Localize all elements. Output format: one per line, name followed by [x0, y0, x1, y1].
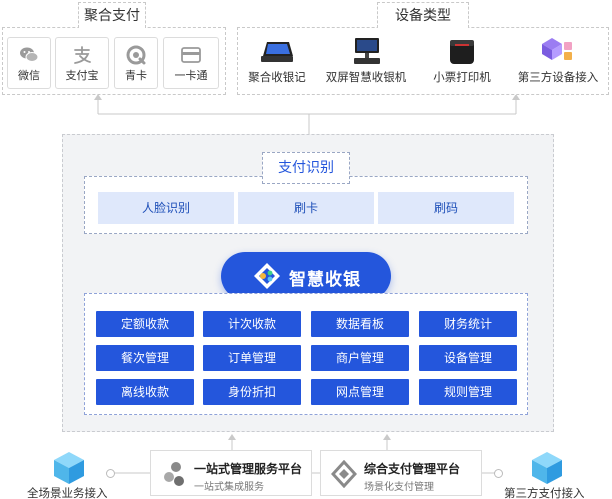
device-receipt-printer: 小票打印机 [427, 34, 497, 85]
wechat-icon [20, 47, 39, 62]
all-scene-cube-icon [54, 452, 84, 484]
function-button: 订单管理 [203, 345, 301, 371]
device-dual-screen-register: 双屏智慧收银机 [320, 34, 412, 85]
function-button: 设备管理 [419, 345, 517, 371]
platform-title: 综合支付管理平台 [364, 462, 461, 476]
payment-mgmt-platform-icon [331, 460, 357, 488]
dual-screen-register-icon [354, 38, 380, 64]
third-party-pay-cube-icon [532, 452, 562, 484]
function-button: 网点管理 [311, 379, 409, 405]
payment-tile-label: 微信 [18, 69, 40, 82]
function-button: 身份折扣 [203, 379, 301, 405]
recognition-tile-face: 人脸识别 [98, 192, 234, 224]
platform-title: 一站式管理服务平台 [194, 462, 303, 476]
payment-tile-alipay: 支付宝 [55, 37, 109, 89]
device-third-party: 第三方设备接入 [510, 34, 606, 85]
device-label: 双屏智慧收银机 [325, 70, 407, 84]
connector-dot [494, 469, 503, 478]
device-label: 第三方设备接入 [517, 70, 599, 84]
one-stop-platform-icon [164, 462, 184, 486]
qingka-icon [126, 45, 146, 65]
alipay-icon [74, 46, 91, 64]
device-group-title: 设备类型 [377, 2, 469, 28]
function-button: 定额收款 [96, 311, 194, 337]
campus-card-icon [181, 47, 201, 63]
function-button: 规则管理 [419, 379, 517, 405]
platform-card-payment-mgmt: 综合支付管理平台 场景化支付管理 [320, 450, 482, 496]
third-party-device-icon [542, 38, 572, 60]
device-label: 小票打印机 [433, 70, 491, 84]
recognition-title: 支付识别 [262, 152, 350, 184]
payment-tile-qingka: 青卡 [114, 37, 158, 89]
function-button: 餐次管理 [96, 345, 194, 371]
all-scene-label: 全场景业务接入 [27, 486, 108, 499]
device-pos-terminal: 聚合收银记 [242, 34, 312, 85]
payment-tile-label: 青卡 [125, 69, 147, 82]
function-button: 商户管理 [311, 345, 409, 371]
pos-terminal-icon [261, 42, 293, 62]
function-button: 数据看板 [311, 311, 409, 337]
connector-dot [106, 469, 115, 478]
payment-tile-label: 一卡通 [174, 69, 208, 82]
function-button: 计次收款 [203, 311, 301, 337]
recognition-tile-card: 刷卡 [238, 192, 374, 224]
function-button: 离线收款 [96, 379, 194, 405]
platform-subtitle: 场景化支付管理 [364, 482, 434, 493]
third-party-pay-label: 第三方支付接入 [504, 486, 585, 499]
device-label: 聚合收银记 [248, 70, 306, 84]
smart-cashier-title: 智慧收银 [289, 270, 361, 290]
payment-group-title: 聚合支付 [78, 2, 146, 28]
function-button: 财务统计 [419, 311, 517, 337]
platform-subtitle: 一站式集成服务 [194, 482, 264, 493]
receipt-printer-icon [450, 40, 474, 64]
payment-tile-wechat: 微信 [7, 37, 51, 89]
payment-tile-campus-card: 一卡通 [163, 37, 219, 89]
smart-cashier-badge: 智慧收银 [221, 252, 391, 300]
recognition-tile-code: 刷码 [378, 192, 514, 224]
smart-cashier-logo-icon [254, 263, 280, 289]
platform-card-one-stop: 一站式管理服务平台 一站式集成服务 [150, 450, 312, 496]
payment-tile-label: 支付宝 [65, 69, 99, 82]
